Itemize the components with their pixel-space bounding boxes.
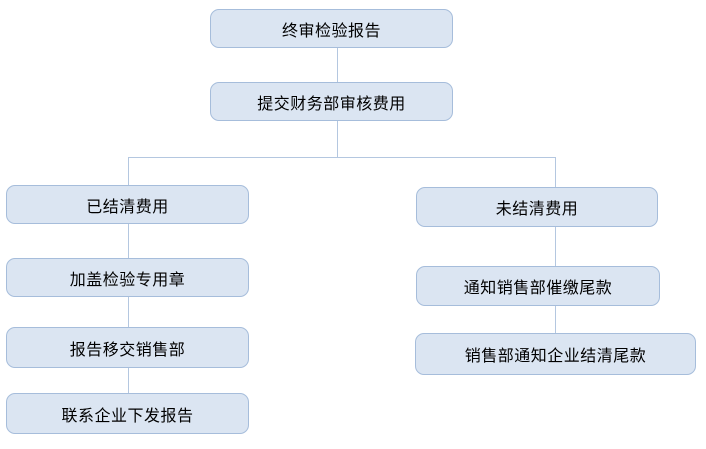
- connector-transfer-to-contact: [128, 368, 129, 393]
- node-label: 销售部通知企业结清尾款: [464, 348, 647, 365]
- node-notify-sales-collect-balance: 通知销售部催缴尾款: [416, 266, 660, 306]
- node-label: 联系企业下发报告: [61, 407, 194, 425]
- connector-settled-to-stamp: [128, 224, 129, 258]
- connector-stamp-to-transfer: [128, 297, 129, 327]
- node-final-inspection-report: 终审检验报告: [210, 9, 453, 48]
- connector-branch-left-drop: [128, 157, 129, 185]
- node-report-to-sales-dept: 报告移交销售部: [6, 327, 249, 368]
- node-stamp-inspection-seal: 加盖检验专用章: [6, 258, 249, 297]
- node-label: 提交财务部审核费用: [257, 95, 406, 113]
- node-label: 未结清费用: [495, 201, 579, 218]
- node-label: 报告移交销售部: [69, 341, 186, 359]
- node-label: 终审检验报告: [281, 22, 381, 40]
- node-fees-unsettled: 未结清费用: [416, 187, 658, 227]
- node-label: 加盖检验专用章: [69, 271, 186, 289]
- node-fees-settled: 已结清费用: [6, 185, 249, 224]
- node-contact-enterprise-issue-report: 联系企业下发报告: [6, 393, 249, 434]
- connector-branch-horizontal: [128, 157, 556, 158]
- connector-unsettled-to-notify: [555, 227, 556, 266]
- connector-branch-right-drop: [555, 157, 556, 187]
- node-sales-notify-enterprise-settle: 销售部通知企业结清尾款: [415, 333, 696, 375]
- node-submit-finance-fee-review: 提交财务部审核费用: [210, 82, 453, 121]
- node-label: 已结清费用: [86, 198, 169, 216]
- connector-notify-to-sales-notify: [555, 306, 556, 333]
- connector-submit-finance-down-stem: [337, 121, 338, 157]
- connector-final-report-to-submit-finance: [337, 48, 338, 82]
- node-label: 通知销售部催缴尾款: [463, 280, 613, 297]
